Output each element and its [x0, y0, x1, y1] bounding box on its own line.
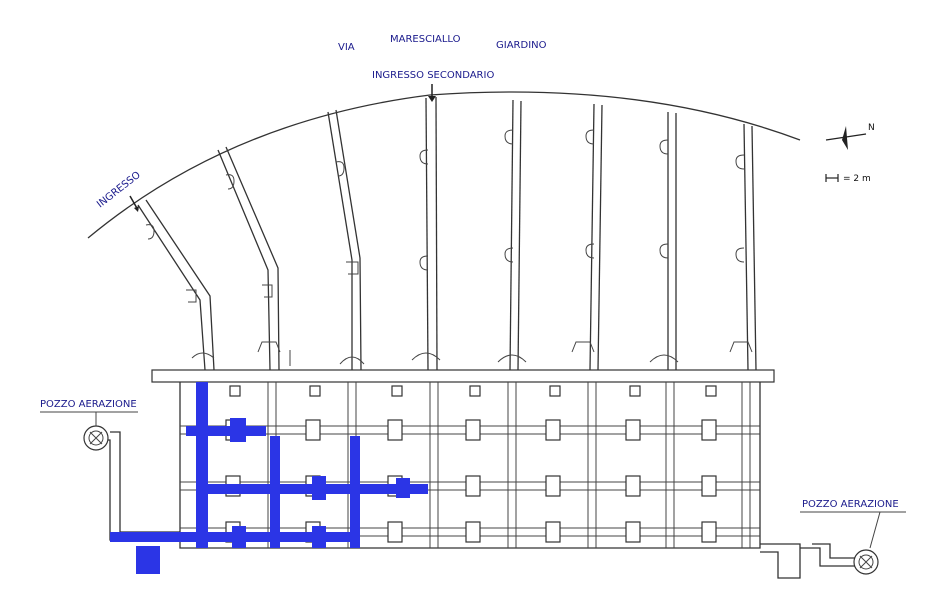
label-pozzo-aerazione-right: POZZO AERAZIONE: [802, 499, 899, 510]
scale-label: = 2 m: [843, 174, 871, 184]
highlighted-section: [110, 382, 428, 574]
label-pozzo-aerazione-left: POZZO AERAZIONE: [40, 399, 137, 410]
entrance-arrow-icon: [129, 195, 139, 212]
north-arrow-icon: [825, 126, 867, 150]
street-label-giardino: GIARDINO: [496, 40, 547, 51]
radial-galleries: [137, 96, 757, 371]
label-ingresso: INGRESSO: [95, 170, 143, 211]
leader-right: [800, 511, 906, 549]
street-label-maresciallo: MARESCIALLO: [390, 34, 461, 45]
street-label-via: VIA: [338, 42, 355, 53]
north-label: N: [868, 123, 875, 133]
scale-bar-icon: [825, 174, 839, 182]
leader-left: [40, 411, 138, 426]
ventilation-shaft-left: [83, 425, 109, 451]
secondary-entrance-arrow-icon: [428, 84, 436, 102]
ventilation-shaft-right: [853, 549, 879, 575]
lower-grid: [102, 369, 858, 579]
street-curve: [87, 91, 801, 239]
label-ingresso-secondario: INGRESSO SECONDARIO: [372, 70, 494, 81]
